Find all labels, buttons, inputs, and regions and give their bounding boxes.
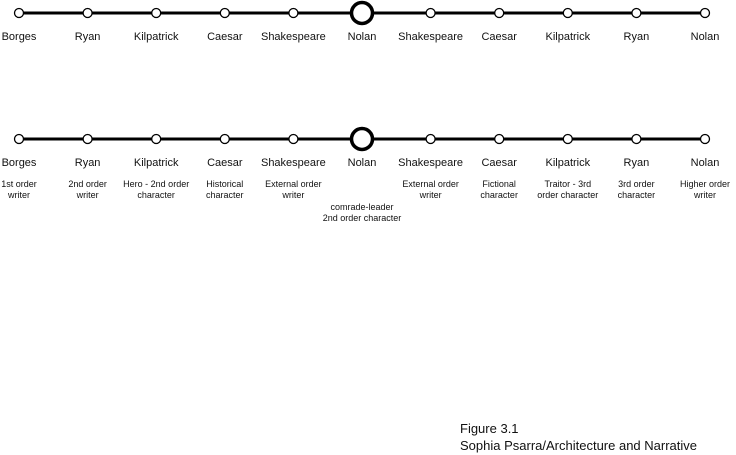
node-description-line: 2nd order [68, 179, 107, 189]
node-description-line: character [206, 190, 244, 200]
node-name: Borges [1, 157, 37, 169]
node-name: Shakespeare [260, 157, 326, 169]
node-name: Kilpatrick [545, 31, 591, 43]
node-description-line: order character [537, 190, 599, 200]
node-description-line: character [480, 190, 518, 200]
node-description-line: writer [419, 190, 442, 200]
node [13, 7, 25, 19]
node-description-line: External order [402, 179, 459, 189]
node-name: Nolan [347, 31, 377, 43]
node-description-line: 2nd order character [322, 213, 402, 223]
node-name: Ryan [623, 31, 650, 43]
node [699, 133, 711, 145]
node-name: Shakespeare [398, 31, 464, 43]
node-name: Shakespeare [260, 31, 326, 43]
figure-credit: Sophia Psarra/Architecture and Narrative [460, 438, 698, 453]
node [288, 133, 299, 145]
node [82, 133, 93, 145]
figure-caption: Figure 3.1 Sophia Psarra/Architecture an… [460, 420, 697, 454]
node [699, 7, 711, 19]
node-name: Ryan [74, 31, 101, 43]
node [425, 7, 436, 19]
node-description-line: character [617, 190, 656, 200]
node [494, 7, 505, 19]
node-name: Borges [1, 31, 37, 43]
node-description-line: Higher order [679, 179, 731, 189]
node-description-line: comrade-leader [330, 202, 394, 212]
node [151, 133, 162, 145]
node-description-line: writer [282, 190, 305, 200]
node-name: Caesar [481, 157, 517, 169]
node-name: Ryan [74, 157, 101, 169]
node-name: Ryan [623, 157, 650, 169]
node-description-line: character [137, 190, 175, 200]
node-description-line: writer [76, 190, 99, 200]
node [631, 7, 642, 19]
node-description-line: External order [265, 179, 322, 189]
node [288, 7, 299, 19]
node [151, 7, 162, 19]
node-name: Nolan [690, 31, 720, 43]
node [82, 7, 93, 19]
node-description-line: 3rd order [618, 179, 655, 189]
node-description-line: Hero - 2nd order [123, 179, 190, 189]
node-description-line: Historical [206, 179, 244, 189]
node-description-line: 1st order [1, 179, 37, 189]
node [425, 133, 436, 145]
node-name: Nolan [347, 157, 377, 169]
node-name: Kilpatrick [133, 157, 179, 169]
central-node [349, 0, 375, 26]
node [562, 133, 573, 145]
node-name: Nolan [690, 157, 720, 169]
figure-number: Figure 3.1 [460, 421, 519, 436]
node-name: Kilpatrick [133, 31, 179, 43]
node [562, 7, 573, 19]
node [219, 7, 230, 19]
node-description-line: writer [694, 190, 716, 200]
node [631, 133, 642, 145]
node [219, 133, 230, 145]
node [494, 133, 505, 145]
node-name: Kilpatrick [545, 157, 591, 169]
node-description-line: Fictional [482, 179, 516, 189]
node-name: Caesar [207, 157, 243, 169]
node-name: Caesar [207, 31, 243, 43]
node-description-line: writer [8, 190, 30, 200]
central-node [349, 126, 375, 152]
node-description-line: Traitor - 3rd [544, 179, 592, 189]
node [13, 133, 25, 145]
node-name: Shakespeare [398, 157, 464, 169]
node-name: Caesar [481, 31, 517, 43]
